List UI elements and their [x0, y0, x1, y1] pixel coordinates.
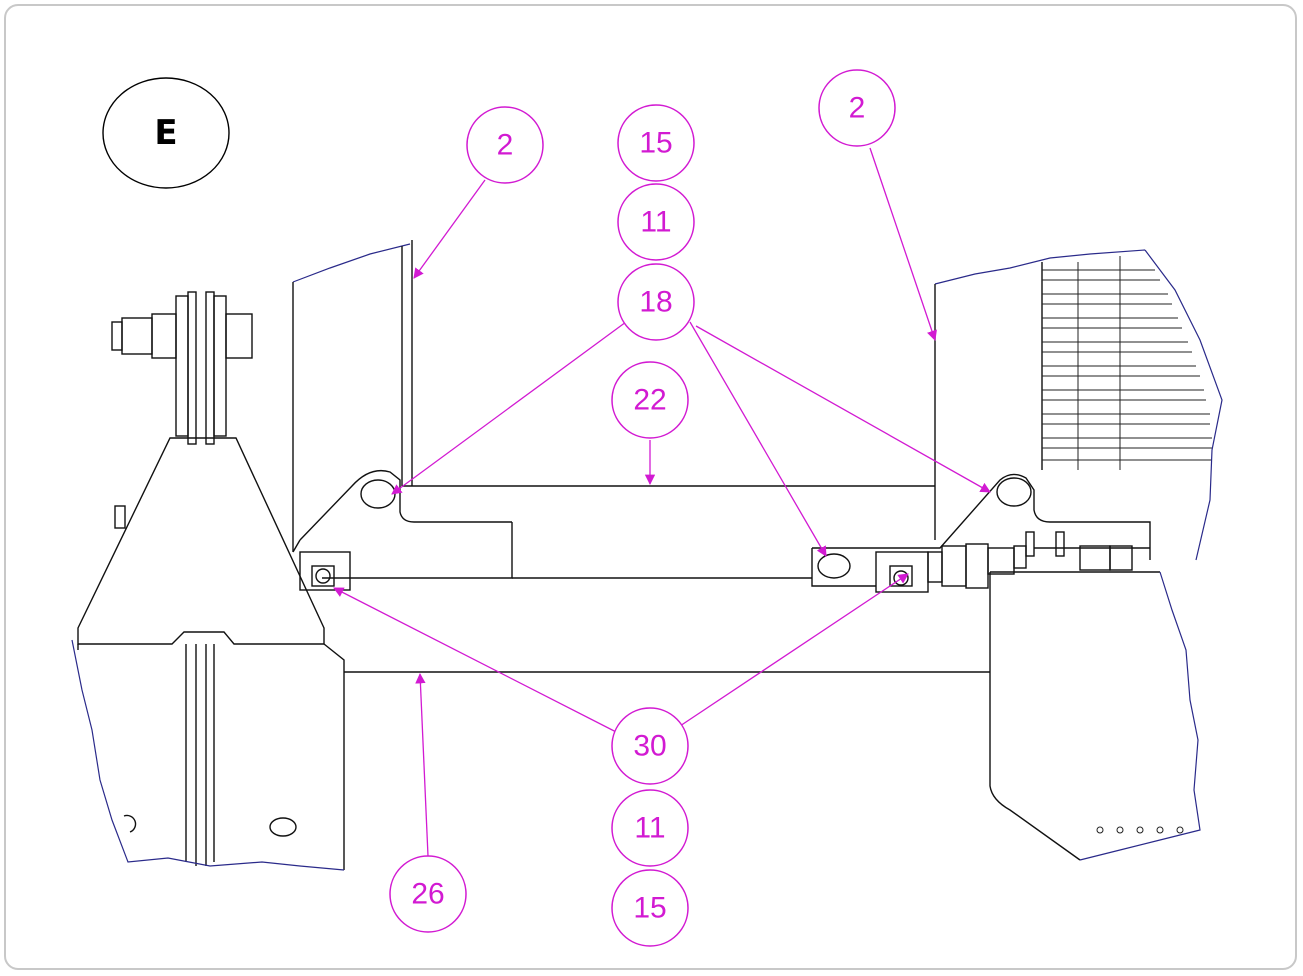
balloon-text: 15	[633, 892, 666, 925]
balloon-b-26: 26	[389, 855, 467, 933]
left-upright-post	[292, 240, 413, 552]
balloon-b-18: 18	[617, 263, 695, 341]
balloon-text: 15	[639, 127, 672, 160]
right-upright-post	[934, 249, 1223, 561]
balloon-text: 11	[640, 206, 671, 239]
balloon-text: 18	[639, 286, 672, 319]
balloon-text: 22	[633, 384, 666, 417]
right-lower-body	[989, 571, 1201, 861]
balloon-text: 2	[849, 92, 866, 125]
left-clamp-bracket	[71, 291, 345, 871]
view-label: E	[102, 77, 230, 189]
balloon-b-11-top: 11	[617, 183, 695, 261]
cross-beam	[292, 469, 1151, 673]
balloon-b-22: 22	[611, 361, 689, 439]
balloon-text: 26	[411, 878, 444, 911]
balloon-b-30: 30	[611, 707, 689, 785]
leader-lines	[333, 147, 991, 857]
balloon-b-15-top: 15	[617, 104, 695, 182]
balloon-b-11-bottom: 11	[611, 789, 689, 867]
balloon-text: 11	[634, 812, 665, 845]
balloon-text: 2	[497, 129, 514, 162]
balloon-text: 30	[633, 730, 666, 763]
view-label-text: E	[154, 113, 177, 153]
balloon-b-2-right: 2	[818, 69, 896, 147]
balloon-b-2-left: 2	[466, 106, 544, 184]
balloon-b-15-bottom: 15	[611, 869, 689, 947]
